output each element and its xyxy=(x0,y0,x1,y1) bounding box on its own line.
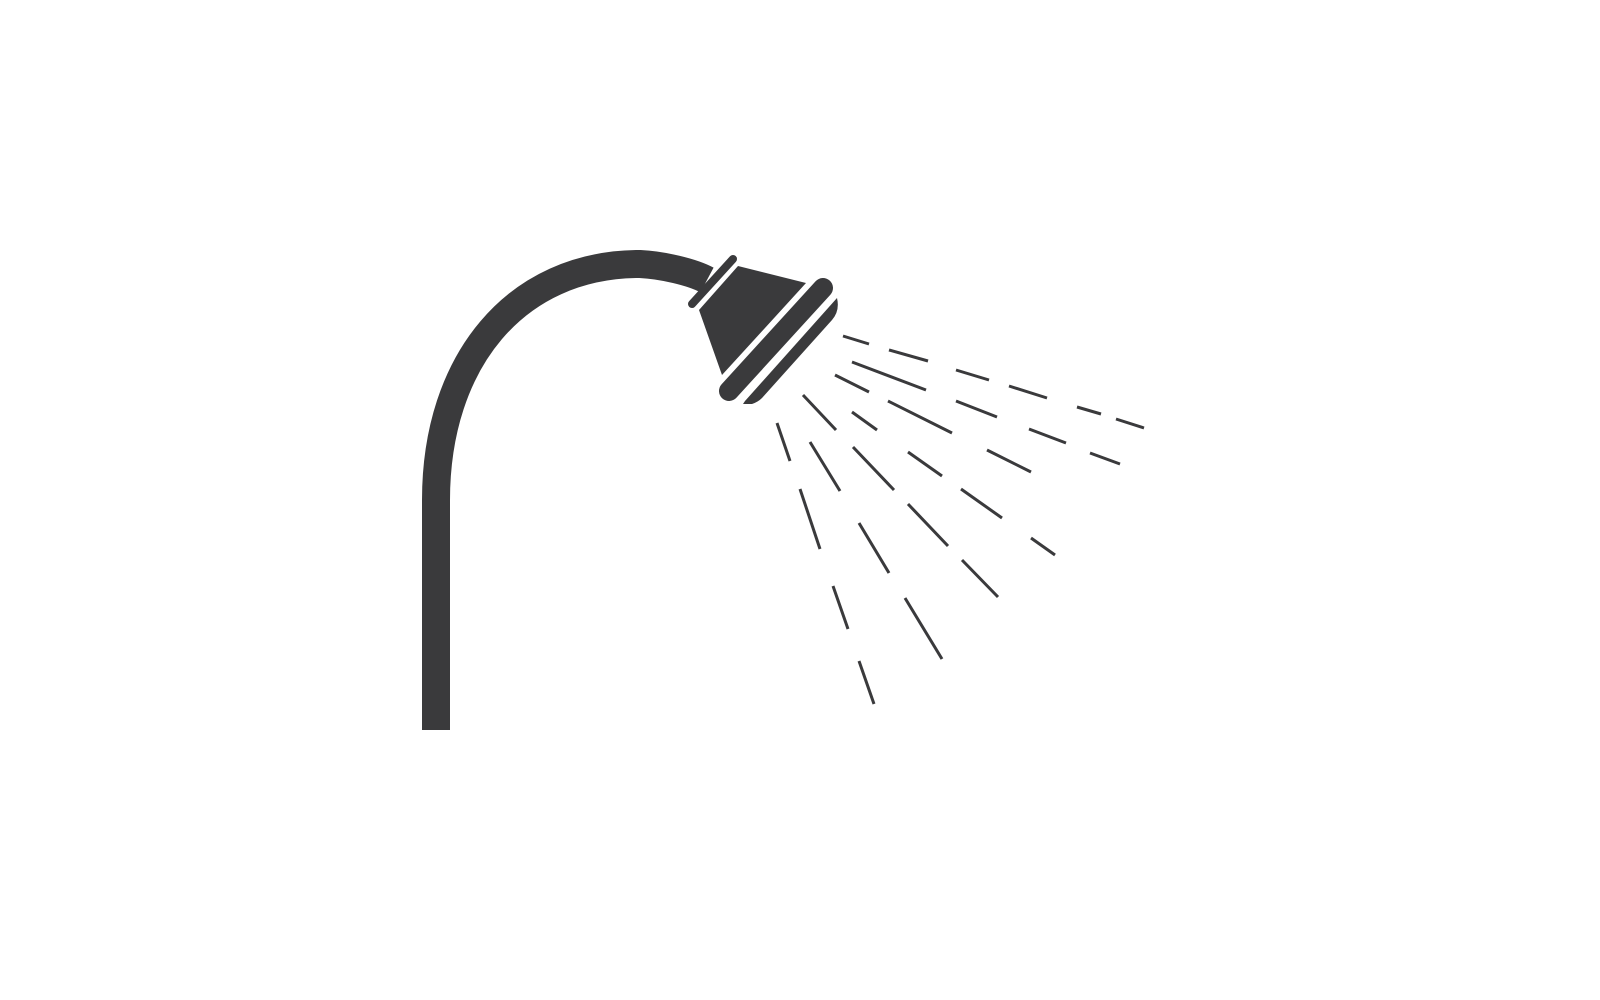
water-drop-streak xyxy=(775,422,792,462)
water-drop-streak xyxy=(1115,417,1145,430)
water-spray xyxy=(775,334,1145,705)
water-drop-streak xyxy=(857,522,891,574)
water-drop-streak xyxy=(798,488,822,550)
water-drop-streak xyxy=(1030,536,1056,557)
shower-pipe xyxy=(422,249,714,730)
water-drop-streak xyxy=(851,410,878,432)
water-drop-streak xyxy=(801,393,838,432)
water-drop-streak xyxy=(1089,451,1121,466)
water-drop-streak xyxy=(960,558,1000,599)
water-drop-streak xyxy=(857,660,876,705)
water-drop-streak xyxy=(906,502,950,548)
shower-head-cone xyxy=(699,266,806,375)
shower-connector xyxy=(688,255,737,308)
water-drop-streak xyxy=(887,399,953,435)
water-drop-streak xyxy=(808,441,842,492)
water-drop-streak xyxy=(960,487,1003,520)
water-drop-streak xyxy=(1076,405,1102,416)
water-drop-streak xyxy=(903,597,944,660)
water-drop-streak xyxy=(831,585,850,630)
shower-face-plate xyxy=(719,278,833,401)
water-drop-streak xyxy=(842,334,870,346)
shower-head-icon xyxy=(422,249,838,730)
water-drop-streak xyxy=(1008,384,1048,400)
water-drop-streak xyxy=(1028,427,1067,445)
water-drop-streak xyxy=(955,368,990,382)
water-drop-streak xyxy=(907,450,943,478)
water-drop-streak xyxy=(955,399,998,419)
water-drop-streak xyxy=(834,373,870,394)
water-drop-streak xyxy=(851,360,927,392)
water-drop-streak xyxy=(888,348,929,363)
shower-rim xyxy=(743,298,838,404)
water-drop-streak xyxy=(986,448,1032,474)
water-drop-streak xyxy=(851,445,896,492)
